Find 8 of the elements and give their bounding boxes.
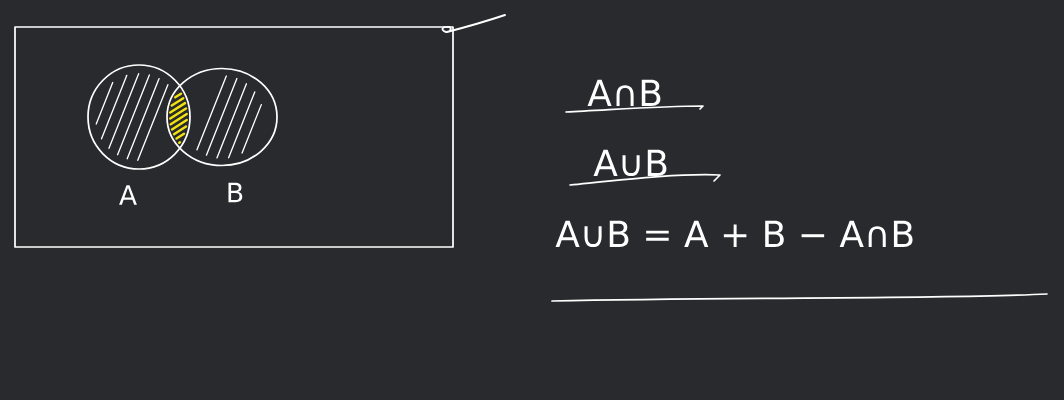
- set-label: B: [228, 182, 243, 203]
- formula-text: A∪B: [593, 149, 667, 176]
- venn-circle: [166, 67, 278, 167]
- set-label: A: [119, 185, 137, 205]
- formula-text: A∩B: [587, 79, 661, 106]
- formula-text: A∪B = A + B − A∩B: [555, 220, 913, 247]
- venn-frame: [14, 26, 454, 248]
- venn-circle: [87, 64, 191, 170]
